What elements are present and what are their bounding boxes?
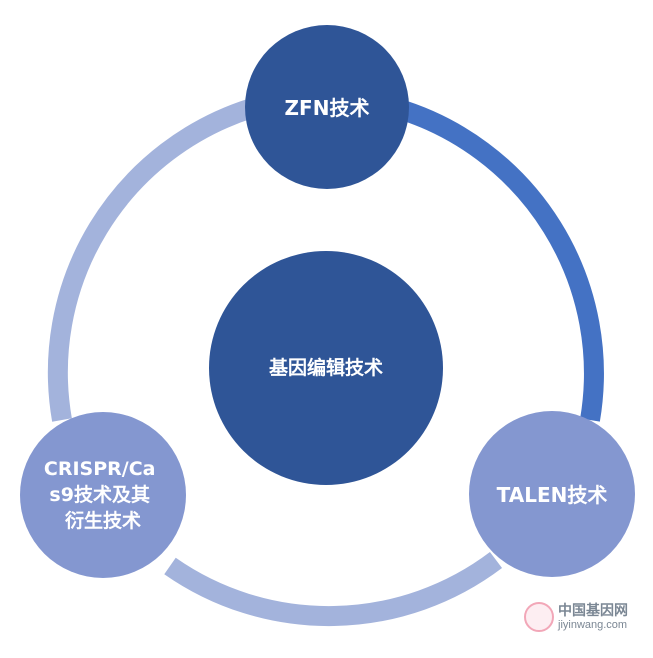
- arc-talen-to-crispr: [164, 552, 503, 627]
- crispr-node-label: CRISPR/Ca s9技术及其 衍生技术: [44, 458, 162, 532]
- zfn-node-label: ZFN技术: [285, 96, 370, 120]
- talen-node-circle: [469, 411, 635, 577]
- zfn-node-circle: [245, 25, 409, 189]
- watermark: 中国基因网 jiyinwang.com: [522, 596, 646, 636]
- watermark-title: 中国基因网: [558, 603, 628, 619]
- talen-node-label: TALEN技术: [497, 483, 608, 507]
- dna-logo-icon: [524, 602, 554, 632]
- crispr-node-circle: [20, 412, 186, 578]
- arc-zfn-to-talen: [393, 98, 604, 422]
- center-circle: [209, 251, 443, 485]
- center-label: 基因编辑技术: [268, 356, 383, 379]
- watermark-url: jiyinwang.com: [558, 619, 628, 631]
- arc-crispr-to-zfn: [47, 98, 255, 422]
